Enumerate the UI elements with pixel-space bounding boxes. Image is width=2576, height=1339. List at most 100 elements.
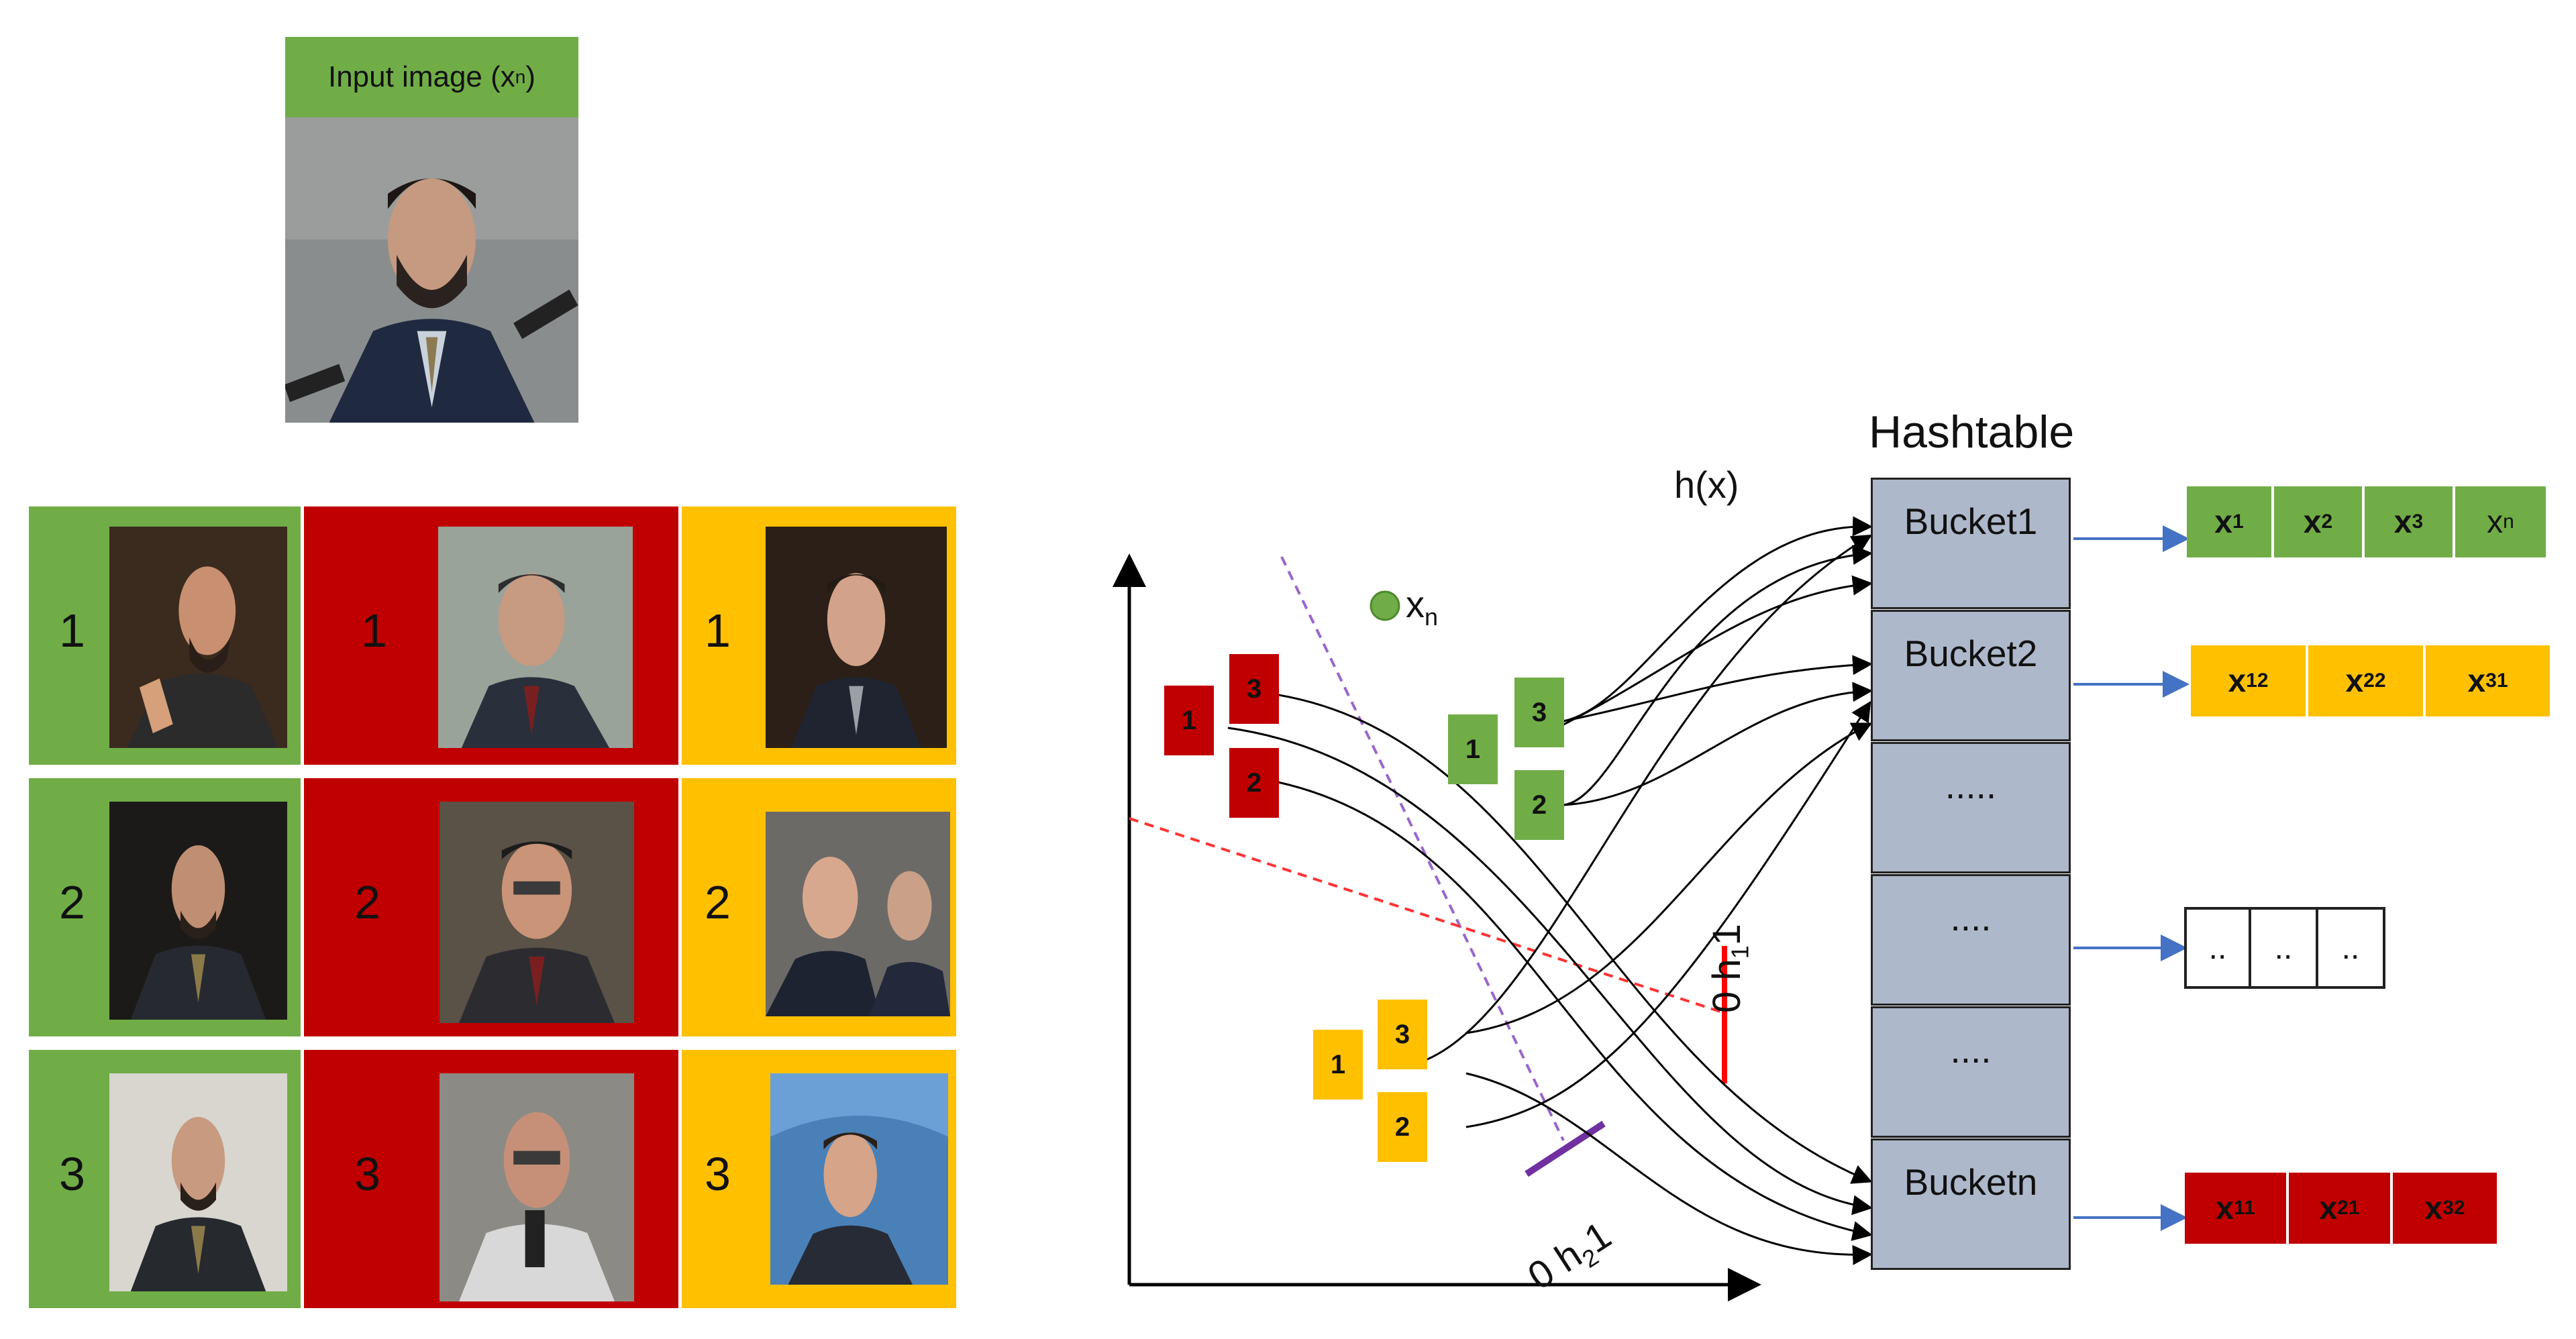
bucket-n: Bucketn [1871, 1138, 2071, 1270]
chain-cell: .. [2318, 907, 2385, 989]
chain-cell-base: x [2216, 1190, 2234, 1226]
gallery-number: 2 [354, 876, 380, 928]
h1-label-sub: 1 [1726, 945, 1754, 959]
face-photo-icon [766, 812, 950, 1016]
face-photo-icon [440, 802, 634, 1023]
gallery-photo [766, 527, 947, 748]
bucket-5: .... [1871, 1006, 2071, 1138]
face-photo-icon [770, 1073, 948, 1285]
chain-cell-base: x [2303, 504, 2322, 540]
chain-cell-base: x [2393, 504, 2412, 540]
hyperplane-h1 [1129, 817, 1725, 1014]
face-photo-icon [440, 1073, 634, 1301]
gallery-number: 3 [354, 1148, 380, 1200]
h1-label-prefix: 0 h [1705, 959, 1749, 1013]
hashtable-title: Hashtable [1869, 407, 2075, 458]
input-face-photo [285, 117, 578, 423]
query-point-sub: n [1425, 603, 1439, 631]
query-point-label: xn [1406, 582, 1438, 631]
gallery-number: 2 [705, 876, 731, 928]
input-header-prefix: Input image (x [327, 60, 515, 93]
red-sample-1: 1 [1164, 686, 1214, 755]
chain-cell-sub: 2 [2321, 511, 2333, 533]
gallery-photo [109, 527, 287, 748]
bucket-3: ..... [1871, 742, 2071, 873]
green-sample-1: 1 [1448, 714, 1498, 784]
gallery-photo [109, 802, 287, 1020]
gallery-number: 3 [59, 1148, 85, 1200]
chain-cell-sub: 22 [2363, 670, 2386, 692]
gallery-photo [766, 812, 950, 1016]
chain-cell-base: x [2228, 663, 2247, 699]
gallery-number: 3 [705, 1148, 731, 1200]
chain-cell: .. [2184, 907, 2251, 989]
bucket-1: Bucket1 [1871, 478, 2071, 609]
yellow-sample-1: 1 [1313, 1030, 1363, 1100]
chain-cell-base: x [2214, 504, 2232, 540]
query-point-marker [1370, 590, 1400, 621]
chain-cell-sub: 21 [2337, 1197, 2360, 1219]
red-sample-2: 2 [1229, 748, 1279, 818]
bucket-2: Bucket2 [1871, 610, 2071, 741]
gallery-photo [440, 1073, 634, 1301]
chain-cell-sub: 1 [2232, 511, 2244, 533]
chain-cell-sub: n [2503, 511, 2514, 533]
face-photo-icon [109, 527, 287, 748]
chain-cell-sub: 3 [2412, 511, 2424, 533]
yellow-sample-2: 2 [1378, 1092, 1427, 1162]
h1-label: 0 h11 [1704, 924, 1755, 1013]
h1-label-tail: 1 [1705, 924, 1749, 946]
gallery-photo [770, 1073, 948, 1285]
yellow-sample-3: 3 [1378, 1000, 1427, 1069]
empty-chain: .. .. .. [2184, 907, 2385, 989]
face-photo-icon [285, 117, 578, 423]
chain-cell-base: x [2424, 1190, 2443, 1226]
query-point-base: x [1406, 583, 1425, 625]
chain-cell-sub: 32 [2442, 1197, 2465, 1219]
face-gallery: 1 2 3 1 2 3 1 2 3 [29, 506, 956, 1308]
input-header-suffix: ) [525, 60, 536, 93]
chain-cell: .. [2251, 907, 2318, 989]
input-header-sub: n [515, 66, 526, 87]
chain-cell-base: x [2319, 1190, 2338, 1226]
gallery-photo [109, 1073, 287, 1291]
chain-cell-sub: 12 [2246, 670, 2269, 692]
chain-cell-base: x [2467, 663, 2486, 699]
gallery-photo [438, 527, 633, 748]
green-sample-2: 2 [1514, 770, 1564, 840]
red-sample-3: 3 [1229, 654, 1279, 724]
face-photo-icon [438, 527, 633, 748]
chain-cell-sub: 31 [2485, 670, 2508, 692]
gallery-number: 1 [705, 604, 731, 657]
gallery-photo [440, 802, 634, 1023]
hyperplane-h2 [1280, 556, 1565, 1141]
green-sample-3: 3 [1514, 678, 1564, 747]
chain-cell-base: x [2345, 663, 2364, 699]
bucket-4: .... [1871, 874, 2071, 1006]
hash-curves [1227, 516, 1873, 1265]
gallery-number: 1 [361, 604, 387, 657]
chain-cell-sub: 11 [2233, 1197, 2255, 1219]
face-photo-icon [109, 802, 287, 1020]
chain-cell-base: x [2487, 504, 2504, 540]
gallery-number: 1 [59, 604, 85, 657]
face-photo-icon [109, 1073, 287, 1291]
face-photo-icon [766, 527, 947, 748]
gallery-number: 2 [59, 876, 85, 928]
